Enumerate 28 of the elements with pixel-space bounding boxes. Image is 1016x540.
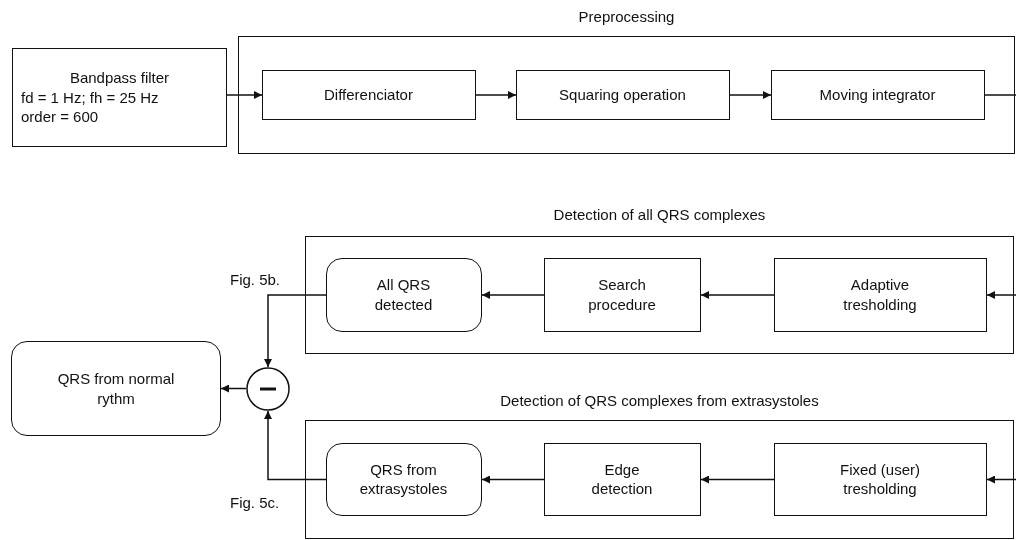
group-title: Detection of all QRS complexes [552, 206, 767, 223]
rounded-process-box: QRS from normal rythm [11, 341, 221, 436]
arrow [226, 91, 263, 99]
process-box: Differenciator [261, 69, 476, 120]
group-title: Detection of QRS complexes from extrasystoles [499, 392, 820, 409]
process-box: Squaring operation [515, 69, 730, 120]
arrow [475, 91, 517, 99]
group-title: Preprocessing [577, 8, 676, 25]
figure-reference: Fig. 5b. [230, 271, 281, 288]
process-box: Bandpass filter fd = 1 Hz; fh = 25 Hz order = 600 [12, 48, 227, 147]
arrow [481, 291, 545, 299]
process-box: Edge detection [543, 442, 701, 516]
arrow [481, 475, 545, 484]
process-box: Fixed (user) tresholding [773, 442, 987, 516]
process-box: Search procedure [543, 257, 701, 332]
process-box: Adaptive tresholding [773, 257, 987, 332]
rounded-process-box: QRS from extrasystoles [325, 442, 482, 516]
arrow [220, 384, 247, 393]
figure-reference: Fig. 5c. [230, 494, 280, 511]
rounded-process-box: All QRS detected [325, 257, 482, 332]
arrow [264, 294, 327, 368]
arrow [986, 291, 1016, 299]
arrow [264, 410, 327, 481]
process-box: Moving integrator [770, 69, 985, 120]
arrow [986, 475, 1016, 484]
arrow [700, 475, 775, 484]
arrow [700, 291, 775, 299]
arrow [729, 91, 772, 99]
